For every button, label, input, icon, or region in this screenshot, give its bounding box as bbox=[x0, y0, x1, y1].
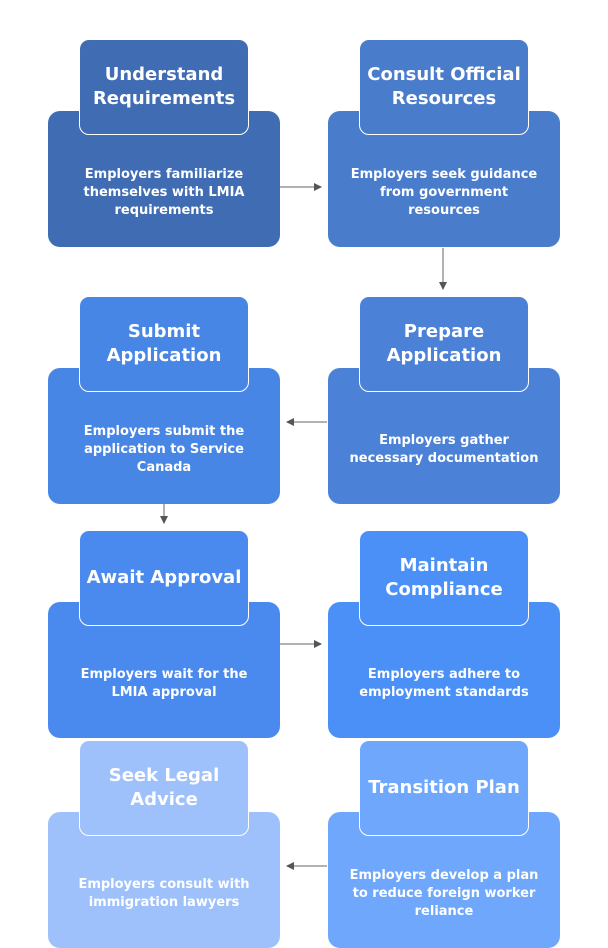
step-description: Employers consult with immigration lawye… bbox=[78, 877, 250, 910]
step-title-box: Transition Plan bbox=[359, 740, 529, 836]
step-title: Await Approval bbox=[86, 567, 242, 588]
step-title-box: Understand Requirements bbox=[79, 39, 249, 135]
step-description: Employers seek guidance from government … bbox=[350, 167, 538, 218]
step-title: Prepare Application bbox=[386, 321, 502, 366]
step-title-box: Maintain Compliance bbox=[359, 530, 529, 626]
step-description: Employers wait for the LMIA approval bbox=[80, 667, 248, 700]
step-title-box: Await Approval bbox=[79, 530, 249, 626]
step-body: Employers familiarize themselves with LM… bbox=[48, 111, 280, 247]
step-title: Submit Application bbox=[106, 321, 222, 366]
step-title-box: Seek Legal Advice bbox=[79, 740, 249, 836]
step-title-box: Consult Official Resources bbox=[359, 39, 529, 135]
step-title: Understand Requirements bbox=[92, 64, 236, 109]
step-description: Employers submit the application to Serv… bbox=[83, 424, 245, 475]
step-title-box: Submit Application bbox=[79, 296, 249, 392]
step-description: Employers develop a plan to reduce forei… bbox=[349, 868, 539, 919]
step-title-box: Prepare Application bbox=[359, 296, 529, 392]
step-description: Employers adhere to employment standards bbox=[359, 667, 529, 700]
step-title: Seek Legal Advice bbox=[108, 765, 220, 810]
step-description: Employers gather necessary documentation bbox=[349, 433, 539, 466]
step-title: Transition Plan bbox=[368, 777, 520, 798]
step-description: Employers familiarize themselves with LM… bbox=[83, 167, 245, 218]
step-title: Consult Official Resources bbox=[367, 64, 521, 109]
step-title: Maintain Compliance bbox=[385, 555, 503, 600]
